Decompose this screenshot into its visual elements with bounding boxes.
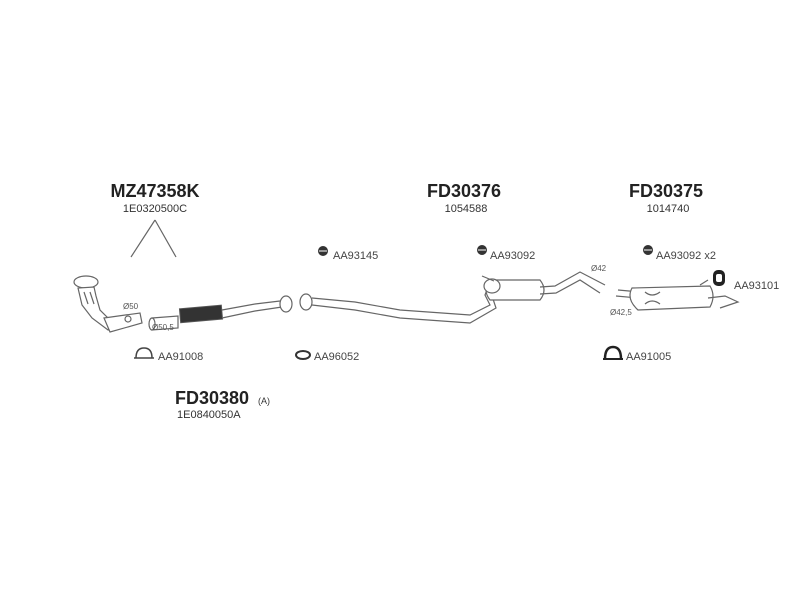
clamp-icon — [134, 347, 154, 359]
gasket-icon — [295, 350, 311, 360]
part-number: MZ47358K — [110, 181, 199, 201]
catalyst-drawing — [73, 275, 143, 333]
oe-number: 1054588 — [445, 203, 488, 215]
part-catalyst[interactable]: MZ47358K 1E0320500C — [110, 181, 200, 258]
fitting-aa93145[interactable]: AA93145 — [318, 246, 378, 262]
fitting-code: AA93092 x2 — [656, 250, 716, 262]
rubber-hanger-icon — [643, 245, 653, 255]
part-suffix: (A) — [258, 396, 270, 406]
fitting-aa93092-x2[interactable]: AA93092 x2 — [643, 245, 716, 262]
part-number: FD30380 — [175, 388, 249, 408]
center-muffler-drawing — [299, 271, 606, 324]
fitting-code: AA93101 — [734, 280, 779, 292]
fitting-code: AA96052 — [314, 351, 359, 363]
oe-number: 1014740 — [647, 203, 690, 215]
part-center-muffler[interactable]: FD30376 1054588 — [427, 181, 501, 215]
clamp-icon — [603, 345, 623, 360]
fitting-aa96052[interactable]: AA96052 — [295, 350, 359, 363]
part-number: FD30376 — [427, 181, 501, 201]
rubber-hanger-icon — [318, 246, 328, 256]
fitting-aa91005[interactable]: AA91005 — [603, 345, 671, 363]
part-front-pipe[interactable]: FD30380 (A) 1E0840050A — [175, 388, 270, 421]
fitting-code: AA93092 — [490, 250, 535, 262]
dimension-label: Ø50,5 — [152, 323, 174, 332]
dimension-label: Ø50 — [123, 302, 139, 311]
dimension-label: Ø42,5 — [610, 308, 632, 317]
fitting-aa91008[interactable]: AA91008 — [134, 347, 203, 363]
part-rear-muffler[interactable]: FD30375 1014740 — [629, 181, 703, 215]
oe-number: 1E0840050A — [177, 409, 241, 421]
pointer-lines — [130, 219, 177, 258]
fitting-code: AA91005 — [626, 351, 671, 363]
fitting-code: AA93145 — [333, 250, 378, 262]
fitting-code: AA91008 — [158, 351, 203, 363]
part-number: FD30375 — [629, 181, 703, 201]
front-pipe-drawing — [148, 295, 293, 331]
fitting-aa93101[interactable]: AA93101 — [713, 270, 779, 292]
rear-muffler-drawing — [615, 279, 740, 311]
oe-number: 1E0320500C — [123, 203, 187, 215]
dimension-label: Ø42 — [591, 264, 607, 273]
fitting-aa93092[interactable]: AA93092 — [477, 245, 535, 262]
rubber-hanger-icon — [477, 245, 487, 255]
rubber-mount-icon — [713, 270, 725, 286]
